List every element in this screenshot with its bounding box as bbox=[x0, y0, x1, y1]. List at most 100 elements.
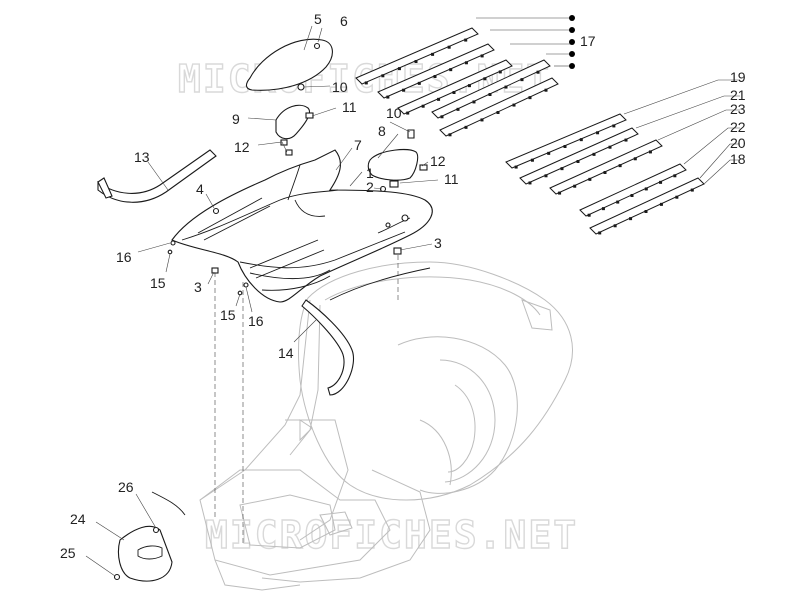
part-3-clip-left bbox=[211, 267, 219, 274]
part-14-rail-upper bbox=[329, 267, 431, 301]
part-16-screw-center bbox=[243, 282, 249, 288]
strip-stud bbox=[560, 167, 564, 171]
strip-stud bbox=[480, 118, 484, 122]
strip-stud bbox=[528, 96, 532, 100]
strip-stud bbox=[644, 210, 648, 213]
callout-24: 24 bbox=[70, 511, 86, 527]
strip-stud bbox=[364, 81, 368, 85]
callout-22: 22 bbox=[730, 119, 746, 135]
strip-stud bbox=[603, 171, 607, 174]
scooter-body-ghost bbox=[199, 261, 573, 591]
strip-stud bbox=[690, 188, 694, 192]
leaders-18-23 bbox=[623, 79, 740, 185]
callout-13: 13 bbox=[134, 149, 150, 165]
strip-stud bbox=[573, 184, 577, 188]
callout-16-center: 16 bbox=[248, 313, 264, 329]
strip-stud bbox=[406, 111, 410, 115]
part-15-nut-left bbox=[167, 249, 173, 255]
watermark-bottom: MICROFICHES.NET bbox=[205, 513, 578, 557]
part-4-screw bbox=[212, 207, 220, 215]
strip-stud bbox=[456, 107, 460, 111]
strip-stud bbox=[447, 45, 451, 49]
strip-stud bbox=[536, 70, 540, 74]
strip-stud bbox=[464, 61, 468, 65]
strip-stud bbox=[612, 124, 616, 128]
strip-stud bbox=[504, 85, 508, 89]
part-11-clip-left bbox=[305, 112, 314, 119]
part-10-screw-top bbox=[297, 83, 305, 91]
part-8-cover bbox=[367, 149, 419, 181]
callout-23: 23 bbox=[730, 101, 746, 117]
strip-stud bbox=[433, 75, 437, 78]
callout-20: 20 bbox=[730, 135, 746, 151]
callout-18: 18 bbox=[730, 151, 746, 167]
strip-stud bbox=[520, 78, 524, 82]
part-16-screw-left bbox=[170, 240, 176, 246]
part-13-rail-tip bbox=[97, 177, 113, 199]
callout-16-left: 16 bbox=[116, 249, 132, 265]
strip-stud bbox=[596, 131, 600, 135]
strip-stud bbox=[601, 207, 605, 211]
strip-stud bbox=[558, 191, 562, 195]
strip-stud bbox=[421, 104, 425, 108]
strip-stud bbox=[673, 174, 677, 178]
strip-stud bbox=[547, 151, 551, 155]
strip-stud bbox=[563, 145, 567, 148]
strip-stud bbox=[618, 164, 622, 168]
part-24-rail-ghost bbox=[151, 491, 186, 516]
strip-stud bbox=[576, 160, 580, 163]
part-14-rail bbox=[301, 299, 354, 396]
strip-stud bbox=[417, 81, 421, 85]
callout-labels: 5 6 10 11 9 12 7 1 2 10 8 12 11 3 13 4 1… bbox=[60, 11, 746, 561]
part-5-cover bbox=[245, 38, 333, 91]
part-25-screw bbox=[113, 573, 121, 581]
strip-stud bbox=[659, 180, 663, 184]
strip-stud bbox=[528, 181, 532, 185]
strip-stud bbox=[644, 187, 648, 191]
strip-stud bbox=[598, 231, 602, 235]
part-6-screw bbox=[313, 42, 321, 50]
strip-stud bbox=[483, 77, 487, 81]
strip-stud bbox=[648, 150, 652, 154]
part-11-clip-right bbox=[389, 180, 399, 188]
callout-15-center: 15 bbox=[220, 307, 236, 323]
strip-stud bbox=[449, 68, 453, 72]
callout-1: 1 bbox=[366, 165, 374, 181]
part-26-screw bbox=[152, 526, 160, 534]
strip-stud bbox=[659, 202, 663, 206]
leaders-misc bbox=[85, 25, 439, 577]
leaders-17 bbox=[476, 15, 575, 69]
part-18-23-strip-set bbox=[505, 113, 705, 235]
part-24-cover bbox=[117, 525, 173, 582]
callout-7: 7 bbox=[354, 137, 362, 153]
strip-stud bbox=[437, 97, 441, 101]
strip-stud bbox=[588, 177, 592, 181]
strip-stud bbox=[472, 100, 476, 104]
strip-stud bbox=[624, 138, 628, 142]
strip-stud bbox=[544, 88, 548, 92]
strip-stud bbox=[613, 224, 617, 228]
strip-stud bbox=[633, 157, 637, 161]
callout-8: 8 bbox=[378, 123, 386, 139]
strip-stud bbox=[467, 84, 471, 88]
strip-stud bbox=[452, 91, 456, 94]
part-9-bracket bbox=[275, 104, 311, 140]
part-17-strip-set bbox=[355, 27, 559, 137]
strip-stud bbox=[544, 174, 548, 178]
callout-25: 25 bbox=[60, 545, 76, 561]
strip-stud bbox=[498, 70, 502, 74]
callout-3-right: 3 bbox=[434, 235, 442, 251]
callout-2: 2 bbox=[366, 179, 374, 195]
callout-11-right: 11 bbox=[444, 171, 459, 187]
strip-stud bbox=[414, 60, 418, 63]
strip-stud bbox=[608, 145, 612, 149]
callout-4: 4 bbox=[196, 181, 204, 197]
part-1-footboard bbox=[171, 149, 433, 303]
part-12-clip-right bbox=[419, 164, 428, 171]
callout-9: 9 bbox=[232, 111, 240, 127]
callout-6: 6 bbox=[340, 13, 348, 29]
strip-stud bbox=[440, 115, 444, 119]
strip-stud bbox=[514, 165, 518, 169]
strip-stud bbox=[587, 213, 591, 217]
